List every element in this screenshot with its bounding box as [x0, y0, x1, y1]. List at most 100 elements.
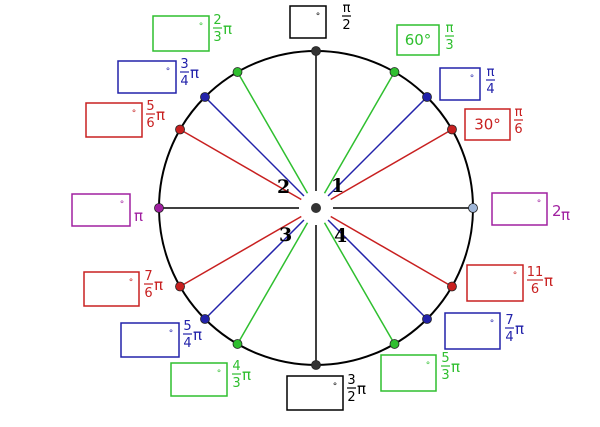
circle-points — [154, 46, 478, 370]
answer-box-7pi-over-4[interactable] — [444, 312, 501, 350]
answer-box-two-pi[interactable] — [491, 192, 548, 226]
pi-symbol-4pi-over-3: π — [242, 366, 251, 384]
answer-box-5pi-over-6[interactable] — [85, 102, 143, 138]
radian-label-pi-over-2: π2 — [342, 1, 351, 33]
answer-box-4pi-over-3[interactable] — [170, 362, 228, 397]
radian-denominator-2pi-over-3: 3 — [213, 30, 221, 45]
answer-box-pi-over-3[interactable] — [396, 24, 440, 56]
radian-denominator-3pi-over-2: 2 — [347, 390, 355, 405]
radian-numerator-4pi-over-3: 4 — [232, 359, 240, 374]
radius-line-pi-over-6 — [330, 128, 453, 201]
point-pi — [154, 203, 164, 213]
answer-box-pi-over-6[interactable] — [464, 108, 511, 141]
answer-box-3pi-over-4[interactable] — [117, 60, 177, 94]
point-3pi-over-2 — [311, 360, 321, 370]
radian-numerator-11pi-over-6: 11 — [527, 265, 544, 280]
pi-symbol-7pi-over-4: π — [515, 320, 524, 338]
point-5pi-over-6 — [175, 124, 185, 135]
radian-coef-two-pi: 2 — [552, 202, 562, 220]
degree-mark-5pi-over-6: ° — [132, 109, 137, 119]
point-pi-over-6 — [447, 124, 457, 135]
point-2pi-over-3 — [232, 67, 243, 77]
pi-symbol-5pi-over-6: π — [156, 106, 165, 124]
radius-line-7pi-over-4 — [327, 219, 428, 320]
point-5pi-over-4 — [200, 314, 210, 324]
point-4pi-over-3 — [232, 339, 243, 349]
radian-denominator-3pi-over-4: 4 — [180, 74, 188, 89]
answer-box-11pi-over-6[interactable] — [466, 264, 524, 302]
quadrant-3-label: 3 — [279, 224, 292, 246]
radian-denominator-pi-over-3: 3 — [445, 38, 453, 53]
radius-line-2pi-over-3 — [236, 71, 309, 194]
radian-numerator-pi-over-2: π — [343, 1, 351, 16]
point-two-pi — [468, 203, 478, 213]
radius-line-7pi-over-6 — [179, 215, 302, 288]
answer-box-5pi-over-3[interactable] — [380, 354, 437, 392]
radian-numerator-3pi-over-4: 3 — [180, 57, 188, 72]
quadrant-4-label: 4 — [334, 225, 347, 247]
quadrant-numbers: 1 2 3 4 — [277, 175, 347, 247]
radian-label-pi-over-4: π4 — [486, 65, 495, 97]
radian-numerator-5pi-over-4: 5 — [183, 319, 191, 334]
degree-mark-2pi-over-3: ° — [199, 22, 204, 32]
answer-box-5pi-over-4[interactable] — [120, 322, 180, 358]
radian-numerator-7pi-over-6: 7 — [144, 269, 152, 284]
answer-box-7pi-over-6[interactable] — [83, 271, 140, 307]
radian-numerator-5pi-over-3: 5 — [441, 351, 449, 366]
radian-denominator-5pi-over-3: 3 — [441, 368, 449, 383]
radian-denominator-pi-over-4: 4 — [486, 82, 494, 97]
degree-mark-4pi-over-3: ° — [217, 369, 222, 379]
degree-mark-5pi-over-3: ° — [426, 361, 431, 371]
pi-symbol-3pi-over-4: π — [190, 64, 199, 82]
radius-line-11pi-over-6 — [330, 215, 453, 288]
radius-line-pi-over-3 — [323, 71, 396, 194]
point-pi-over-3 — [389, 67, 400, 77]
radius-line-5pi-over-3 — [323, 222, 396, 345]
answer-box-pi-over-2[interactable] — [289, 5, 327, 39]
degree-mark-7pi-over-4: ° — [490, 319, 495, 329]
box-text-pi-over-6: 30° — [474, 116, 501, 134]
radian-numerator-pi-over-6: π — [515, 105, 523, 120]
pi-symbol-3pi-over-2: π — [357, 380, 366, 398]
pi-symbol-5pi-over-4: π — [193, 326, 202, 344]
degree-mark-pi: ° — [120, 200, 125, 210]
pi-symbol-7pi-over-6: π — [154, 276, 163, 294]
radian-numerator-pi-over-4: π — [487, 65, 495, 80]
pi-symbol-5pi-over-3: π — [451, 358, 460, 376]
answer-box-3pi-over-2[interactable] — [286, 375, 344, 411]
degree-mark-7pi-over-6: ° — [129, 278, 134, 288]
radian-denominator-pi-over-6: 6 — [514, 122, 522, 137]
answer-box-pi-over-4[interactable] — [439, 67, 481, 101]
radian-denominator-7pi-over-6: 6 — [144, 286, 152, 301]
radian-denominator-5pi-over-6: 6 — [146, 116, 154, 131]
point-5pi-over-3 — [389, 339, 400, 349]
radius-line-5pi-over-4 — [204, 219, 305, 320]
point-7pi-over-6 — [175, 281, 185, 292]
radian-denominator-4pi-over-3: 3 — [232, 376, 240, 391]
box-text-pi-over-3: 60° — [405, 31, 432, 49]
point-7pi-over-4 — [422, 314, 432, 324]
degree-mark-pi-over-2: ° — [316, 12, 321, 22]
quadrant-2-label: 2 — [277, 176, 290, 198]
answer-box-2pi-over-3[interactable] — [152, 15, 210, 52]
pi-symbol-2pi-over-3: π — [223, 20, 232, 38]
radian-numerator-pi-over-3: π — [446, 21, 454, 36]
radian-label-pi-over-6: π6 — [514, 105, 523, 137]
pi-symbol-two-pi: π — [561, 206, 570, 224]
degree-mark-11pi-over-6: ° — [513, 271, 518, 281]
radian-denominator-pi-over-2: 2 — [342, 18, 350, 33]
pi-symbol-pi: π — [134, 207, 143, 225]
radius-line-pi-over-4 — [327, 96, 428, 197]
answer-box-pi[interactable] — [71, 193, 131, 227]
radian-denominator-11pi-over-6: 6 — [531, 282, 539, 297]
point-pi-over-2 — [311, 46, 321, 56]
